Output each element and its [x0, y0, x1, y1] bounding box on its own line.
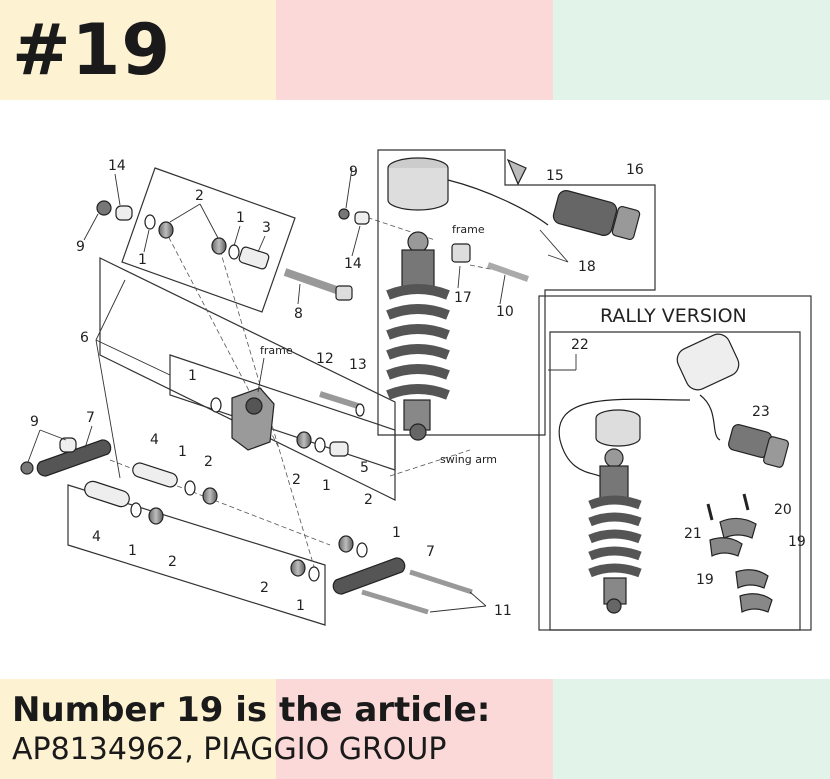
part-label-1f: 1: [128, 543, 137, 559]
caption-heading: Number 19 is the article:: [12, 690, 491, 730]
part-label-2d: 2: [168, 554, 177, 570]
caption-article-code: AP8134962, PIAGGIO GROUP: [12, 732, 447, 767]
header-band-green: [553, 0, 830, 100]
part-label-1: 1: [236, 210, 245, 226]
linkage-parts: [20, 200, 473, 615]
part-label-23: 23: [752, 404, 770, 420]
part-label-15: 15: [546, 168, 564, 184]
part-label-21: 21: [684, 526, 702, 542]
caption-band-pink: [276, 679, 553, 779]
rally-shock-absorber: [558, 333, 789, 614]
page-title: #19: [12, 9, 172, 91]
caption-band-green: [553, 679, 830, 779]
part-label-14: 14: [108, 158, 126, 174]
part-label-5: 5: [360, 460, 369, 476]
part-label-2e: 2: [364, 492, 373, 508]
part-label-18: 18: [578, 259, 596, 275]
part-label-4: 4: [150, 432, 159, 448]
part-label-1c: 1: [188, 368, 197, 384]
caption-band: [0, 679, 830, 779]
part-label-14b: 14: [344, 256, 362, 272]
part-label-13: 13: [349, 357, 367, 373]
part-label-9c: 9: [349, 164, 358, 180]
part-label-1d: 1: [178, 444, 187, 460]
part-label-1e: 1: [322, 478, 331, 494]
part-label-1h: 1: [296, 598, 305, 614]
header-band: [0, 0, 830, 100]
part-label-2b: 2: [204, 454, 213, 470]
part-label-10: 10: [496, 304, 514, 320]
part-label-7b: 7: [426, 544, 435, 560]
leader-lines: [27, 167, 577, 613]
part-label-19: 19: [788, 534, 806, 550]
part-label-1b: 1: [138, 252, 147, 268]
part-label-7: 7: [86, 410, 95, 426]
part-label-17: 17: [454, 290, 472, 306]
part-label-9: 9: [76, 239, 85, 255]
shock-absorber: [338, 157, 641, 441]
swing-arm-label: swing arm: [440, 453, 497, 466]
frame-label-shock: frame: [452, 223, 485, 236]
part-label-19b: 19: [696, 572, 714, 588]
panel-outlines: [67, 149, 812, 631]
frame-label-left: frame: [260, 344, 293, 357]
part-label-9b: 9: [30, 414, 39, 430]
header-band-yellow: [0, 0, 276, 100]
part-label-16: 16: [626, 162, 644, 178]
part-label-20: 20: [774, 502, 792, 518]
part-label-1g: 1: [392, 525, 401, 541]
part-label-8: 8: [294, 306, 303, 322]
part-label-3: 3: [262, 220, 271, 236]
part-label-4b: 4: [92, 529, 101, 545]
part-label-22: 22: [571, 337, 589, 353]
part-label-6: 6: [80, 330, 89, 346]
part-label-11: 11: [494, 603, 512, 619]
part-number-labels: 14 2 1 3 9 1 8 6 1 12 13 9 7 4 1 2 2 1 5…: [30, 158, 806, 619]
exploded-parts-diagram: RALLY VERSION frame frame swing arm 14 2…: [20, 149, 812, 631]
rally-version-label: RALLY VERSION: [600, 305, 747, 327]
part-label-2: 2: [195, 188, 204, 204]
caption-band-yellow: [0, 679, 276, 779]
header-band-pink: [276, 0, 553, 100]
part-label-12: 12: [316, 351, 334, 367]
part-label-2f: 2: [260, 580, 269, 596]
part-label-2c: 2: [292, 472, 301, 488]
